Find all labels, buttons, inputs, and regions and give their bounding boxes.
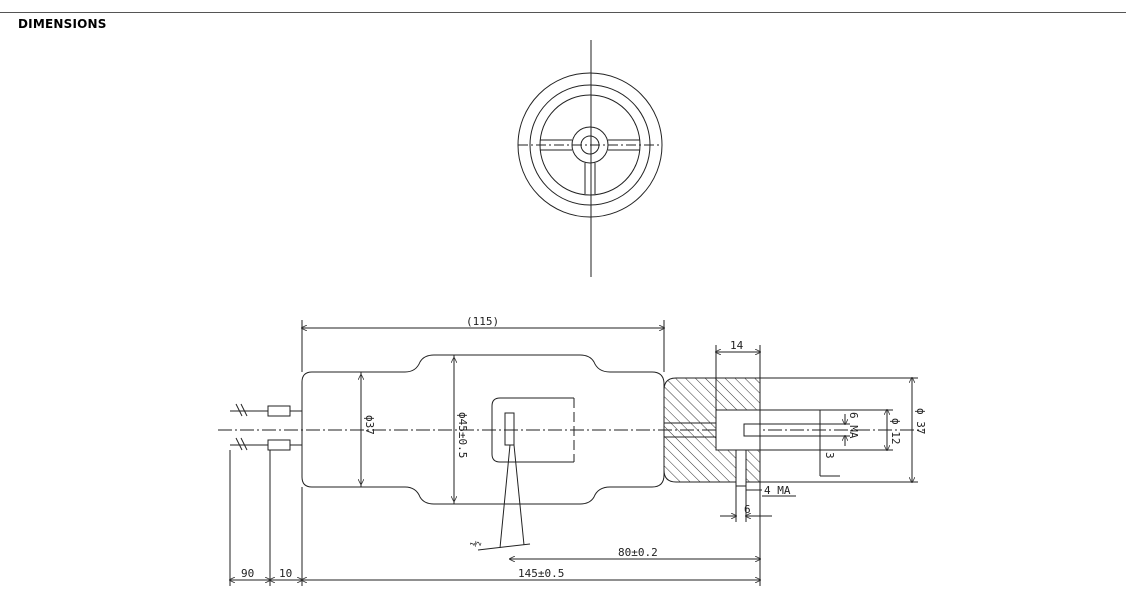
dim-total-length: 145±0.5 <box>518 567 564 580</box>
dim-dia-body-mid: ϕ45±0.5 <box>456 412 469 458</box>
dim-lead-length: 90 <box>241 567 254 580</box>
dim-thread-top: 6 MA <box>847 412 860 439</box>
dim-angle-mark: ½ <box>469 538 483 549</box>
dim-dia-body-end: ϕ37 <box>363 415 376 435</box>
dim-slot: 3 <box>823 452 836 459</box>
side-view <box>218 320 925 586</box>
end-view <box>517 40 663 277</box>
dim-slot-to-terminal: 80±0.2 <box>618 546 658 559</box>
header-rule <box>0 12 1126 13</box>
page-title: DIMENSIONS <box>18 17 107 31</box>
dim-dia-terminal: ϕ 12 <box>889 418 902 445</box>
dim-lead-stub: 10 <box>279 567 292 580</box>
dim-dia-flange: ϕ 37 <box>914 408 927 435</box>
dim-thread-bottom: 4 MA <box>764 484 791 497</box>
dim-overall-body: (115) <box>466 315 499 328</box>
dim-terminal-width: 14 <box>730 339 744 352</box>
dim-thread-bottom-width: 6 <box>744 503 751 516</box>
